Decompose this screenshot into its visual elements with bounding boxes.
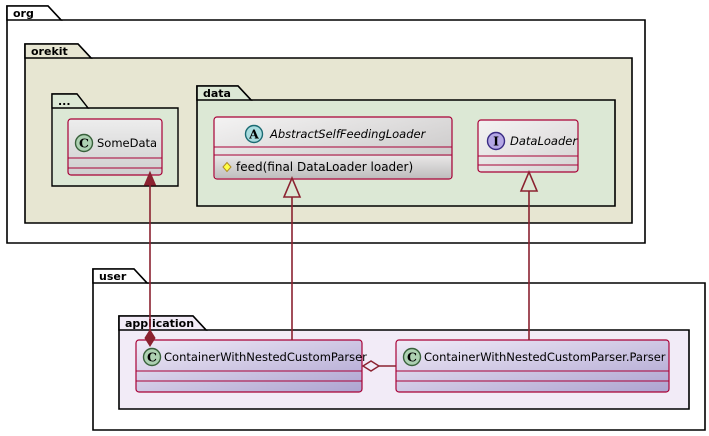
class-container-box [135,339,363,393]
protected-visibility-icon [222,161,232,173]
class-stereotype-icon [74,133,94,153]
package-orekit-label: orekit [31,45,68,58]
relation-generalization-abstract[interactable] [282,175,302,340]
abstract-stereotype-icon [244,124,264,144]
container-stereotype-letter: C [147,350,157,365]
relation-aggregation-parser[interactable] [361,360,396,372]
class-some-data[interactable]: C SomeData [67,118,163,176]
class-data-loader-box [477,119,579,173]
package-user-label: user [99,270,127,283]
class-abstract-member-row-bg [215,156,451,178]
package-application-tab [118,315,208,331]
class-abstract-self-feeding-loader[interactable]: A AbstractSelfFeedingLoader feed(final D… [213,116,453,180]
class-container-name: ContainerWithNestedCustomParser [164,350,367,364]
relation-composition-somedata[interactable] [143,170,157,347]
package-data-label: data [203,87,231,100]
class-container-parser-name: ContainerWithNestedCustomParser.Parser [424,350,666,364]
package-user-tab [92,268,149,284]
package-org-tab [6,5,63,21]
class-container-parser-box [395,339,670,393]
abstract-stereotype-letter: A [248,127,259,142]
container-parser-stereotype-letter: C [407,350,417,365]
class-some-data-name: SomeData [97,136,157,150]
interface-stereotype-icon [486,131,506,151]
class-abstract-name: AbstractSelfFeedingLoader [269,127,427,141]
class-stereotype-letter: C [79,136,89,151]
package-org-label: org [13,7,34,20]
class-container-with-nested-custom-parser[interactable]: C ContainerWithNestedCustomParser [135,339,367,393]
hollow-triangle-icon [519,169,539,192]
hollow-triangle-icon [282,175,302,198]
interface-stereotype-letter: I [493,134,499,149]
class-data-loader[interactable]: I DataLoader [477,119,579,173]
class-some-data-box [67,118,163,176]
package-ellipsis-label: ... [58,95,71,108]
package-orekit-tab [24,43,93,59]
arrow-head-icon [143,170,157,186]
relation-realization-dataloader[interactable] [519,169,539,340]
filled-diamond-icon [144,329,156,347]
package-ellipsis-tab [51,93,90,109]
class-data-loader-name: DataLoader [510,134,578,148]
package-data-tab [196,85,253,101]
container-parser-stereotype-icon [402,347,422,367]
package-application-label: application [125,317,194,330]
class-abstract-method-feed: feed(final DataLoader loader) [236,160,413,174]
container-stereotype-icon [142,347,162,367]
class-container-with-nested-custom-parser-parser[interactable]: C ContainerWithNestedCustomParser.Parser [395,339,670,393]
hollow-diamond-icon [361,360,381,372]
